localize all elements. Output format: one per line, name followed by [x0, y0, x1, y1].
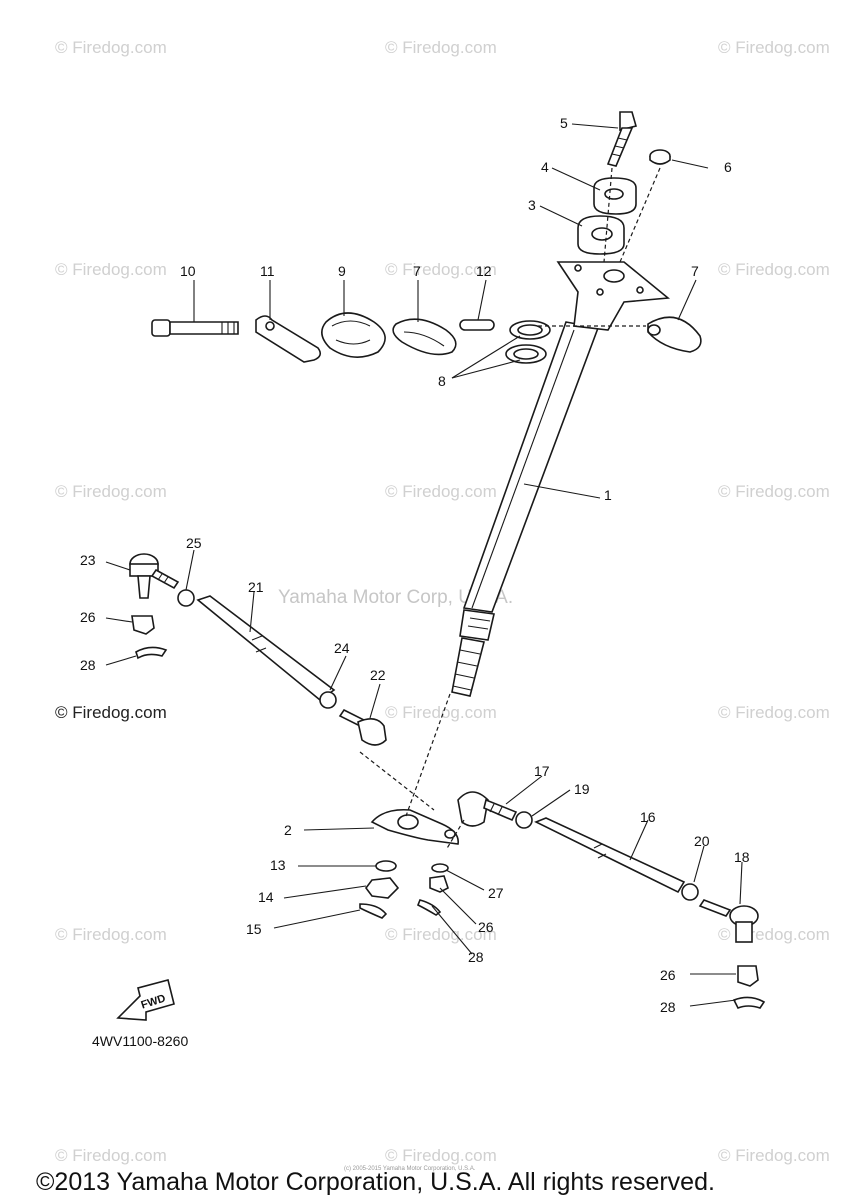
callout-label: 12: [476, 263, 492, 279]
callout-label: 20: [694, 833, 710, 849]
callout-label: 9: [338, 263, 346, 279]
callout-label: 3: [528, 197, 536, 213]
watermark: © Firedog.com: [55, 38, 167, 57]
callout-label: 6: [724, 159, 732, 175]
callout-labels: 5 4 3 6 10 11 9 7 12 7 8 1 25 23 21 26 2…: [80, 115, 750, 1015]
left-tie-rod-parts: [129, 553, 435, 811]
watermark: © Firedog.com: [385, 482, 497, 501]
callout-label: 10: [180, 263, 196, 279]
watermark-dark: © Firedog.com: [55, 703, 167, 722]
callout-label: 25: [186, 535, 202, 551]
watermark: © Firedog.com: [385, 38, 497, 57]
watermark: © Firedog.com: [718, 925, 830, 944]
callout-label: 14: [258, 889, 274, 905]
callout-label: 26: [80, 609, 96, 625]
center-watermark: Yamaha Motor Corp, U.S.A.: [278, 587, 513, 608]
callout-label: 26: [478, 919, 494, 935]
watermark: © Firedog.com: [55, 260, 167, 279]
watermark: © Firedog.com: [55, 925, 167, 944]
callout-label: 28: [468, 949, 484, 965]
upper-holder-parts: [577, 111, 671, 263]
callout-label: 28: [80, 657, 96, 673]
callout-label: 7: [413, 263, 421, 279]
callout-label: 13: [270, 857, 286, 873]
steering-column-part: [451, 261, 671, 697]
callout-label: 1: [604, 487, 612, 503]
watermark: © Firedog.com: [385, 925, 497, 944]
callout-label: 16: [640, 809, 656, 825]
callout-label: 22: [370, 667, 386, 683]
callout-label: 8: [438, 373, 446, 389]
watermark: © Firedog.com: [718, 1146, 830, 1165]
watermark: © Firedog.com: [55, 1146, 167, 1165]
watermark: © Firedog.com: [55, 482, 167, 501]
callout-label: 17: [534, 763, 550, 779]
watermark: © Firedog.com: [718, 260, 830, 279]
small-print: (c) 2005-2015 Yamaha Motor Corporation, …: [344, 1166, 476, 1172]
diagram-code: 4WV1100-8260: [92, 1033, 188, 1049]
callout-label: 5: [560, 115, 568, 131]
watermark: © Firedog.com: [718, 482, 830, 501]
watermark: © Firedog.com: [718, 703, 830, 722]
callout-label: 27: [488, 885, 504, 901]
callout-label: 18: [734, 849, 750, 865]
callout-label: 26: [660, 967, 676, 983]
fwd-arrow-icon: FWD: [116, 979, 175, 1021]
callout-label: 7: [691, 263, 699, 279]
callout-label: 11: [260, 263, 275, 279]
callout-label: 2: [284, 822, 292, 838]
pitman-arm-parts: [359, 693, 459, 919]
right-tie-rod-parts: [445, 791, 766, 1010]
callout-label: 28: [660, 999, 676, 1015]
copyright-footer: ©2013 Yamaha Motor Corporation, U.S.A. A…: [36, 1168, 715, 1196]
leader-lines: [105, 123, 743, 1007]
shaft-bolt-parts: [151, 312, 702, 364]
watermark: © Firedog.com: [385, 1146, 497, 1165]
callout-label: 4: [541, 159, 549, 175]
callout-label: 21: [248, 579, 264, 595]
callout-label: 19: [574, 781, 590, 797]
callout-label: 23: [80, 552, 96, 568]
watermark: © Firedog.com: [385, 703, 497, 722]
watermark: © Firedog.com: [385, 260, 497, 279]
callout-label: 24: [334, 640, 350, 656]
callout-label: 15: [246, 921, 262, 937]
watermark: © Firedog.com: [718, 38, 830, 57]
